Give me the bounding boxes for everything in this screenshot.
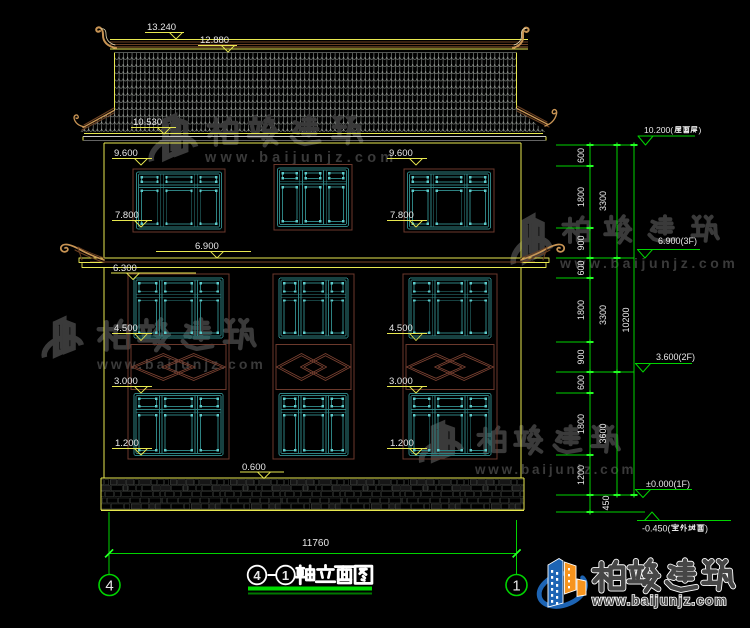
svg-text:7.800: 7.800 [115, 210, 139, 221]
svg-text:3.000: 3.000 [389, 376, 413, 387]
svg-text:6.900: 6.900 [195, 241, 219, 252]
svg-text:900: 900 [576, 235, 586, 250]
svg-text:1.200: 1.200 [115, 438, 139, 449]
svg-text:): ) [699, 125, 702, 135]
svg-text:4: 4 [253, 568, 261, 583]
svg-text:-0.450(: -0.450( [642, 524, 671, 534]
svg-text:6.300: 6.300 [113, 263, 137, 274]
svg-text:1800: 1800 [576, 300, 586, 320]
svg-text:1: 1 [512, 578, 520, 595]
svg-text:13.240: 13.240 [147, 22, 176, 33]
svg-text:600: 600 [576, 260, 586, 275]
svg-text:4.500: 4.500 [389, 323, 413, 334]
svg-text:www.baijunjz.com: www.baijunjz.com [96, 356, 266, 372]
svg-text:900: 900 [576, 349, 586, 364]
svg-text:3.000: 3.000 [114, 376, 138, 387]
svg-text:10.200(: 10.200( [644, 125, 673, 135]
svg-text:): ) [705, 524, 708, 534]
svg-text:3600: 3600 [598, 423, 608, 443]
svg-text:1200: 1200 [576, 465, 586, 485]
svg-text:1800: 1800 [576, 414, 586, 434]
svg-text:10200: 10200 [621, 307, 631, 332]
svg-text:3300: 3300 [598, 191, 608, 211]
svg-text:www.baijunjz.com: www.baijunjz.com [591, 593, 728, 608]
svg-text:±0.000(1F): ±0.000(1F) [646, 479, 690, 489]
svg-text:www.baijunjz.com: www.baijunjz.com [559, 255, 738, 271]
svg-text:600: 600 [576, 375, 586, 390]
svg-text:11760: 11760 [302, 538, 330, 549]
svg-text:1.200: 1.200 [390, 438, 414, 449]
svg-text:4: 4 [105, 578, 113, 595]
svg-text:www.baijunjz.com: www.baijunjz.com [204, 150, 397, 166]
svg-text:12.880: 12.880 [200, 35, 229, 46]
svg-text:3300: 3300 [598, 305, 608, 325]
svg-text:3.600(2F): 3.600(2F) [656, 352, 695, 362]
svg-text:4.500: 4.500 [114, 323, 138, 334]
svg-text:0.600: 0.600 [242, 462, 266, 473]
svg-text:9.600: 9.600 [114, 148, 138, 159]
svg-text:600: 600 [576, 148, 586, 163]
svg-text:450: 450 [601, 495, 611, 510]
svg-text:www.baijunjz.com: www.baijunjz.com [474, 462, 636, 477]
svg-text:10.530: 10.530 [133, 117, 162, 128]
svg-text:9.600: 9.600 [389, 148, 413, 159]
svg-text:6.900(3F): 6.900(3F) [658, 236, 697, 246]
svg-text:1: 1 [282, 568, 289, 583]
svg-text:7.800: 7.800 [390, 210, 414, 221]
svg-text:1800: 1800 [576, 187, 586, 207]
